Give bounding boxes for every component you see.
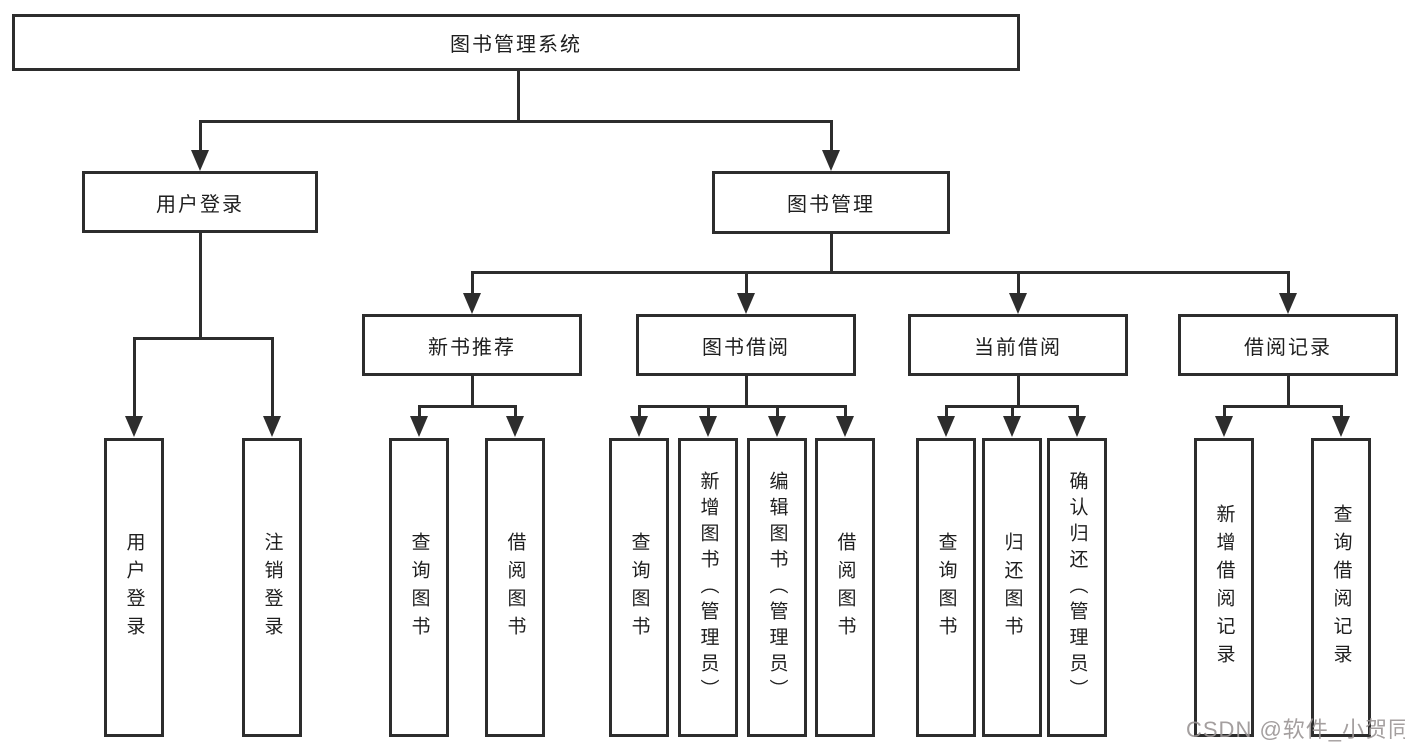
tree-connector-line	[471, 271, 474, 296]
tree-connector-line	[1223, 405, 1343, 408]
arrow-down-icon	[630, 416, 648, 437]
tree-connector-line	[517, 71, 520, 123]
node-label: 查询图书	[408, 531, 430, 644]
tree-connector-line	[638, 405, 641, 419]
leaf-current-query-books: 查询图书	[916, 438, 976, 737]
arrow-down-icon	[191, 150, 209, 171]
arrow-down-icon	[410, 416, 428, 437]
arrow-down-icon	[737, 293, 755, 314]
tree-connector-line	[1076, 405, 1079, 419]
node-current-borrow: 当前借阅	[908, 314, 1128, 376]
tree-connector-line	[776, 405, 779, 419]
node-label: 当前借阅	[974, 336, 1062, 359]
tree-connector-line	[133, 337, 136, 419]
tree-connector-line	[745, 271, 748, 296]
tree-connector-line	[830, 120, 833, 154]
leaf-user-login: 用户登录	[104, 438, 164, 737]
node-new-book-recommend: 新书推荐	[362, 314, 582, 376]
arrow-down-icon	[1332, 416, 1350, 437]
node-book-management: 图书管理	[712, 171, 950, 234]
node-label: 用户登录	[123, 531, 145, 644]
tree-connector-line	[418, 405, 421, 419]
leaf-recommend-query-books: 查询图书	[389, 438, 449, 737]
tree-connector-line	[1287, 271, 1290, 296]
node-label: 查询图书	[628, 531, 650, 644]
node-label: 确认归还（管理员）	[1066, 470, 1088, 705]
tree-connector-line	[707, 405, 710, 419]
node-label: 图书管理系统	[450, 34, 582, 56]
leaf-records-add-borrow-record: 新增借阅记录	[1194, 438, 1254, 737]
node-root-system: 图书管理系统	[12, 14, 1020, 71]
arrow-down-icon	[822, 150, 840, 171]
node-label: 归还图书	[1001, 531, 1023, 644]
tree-connector-line	[830, 234, 833, 274]
node-book-borrow: 图书借阅	[636, 314, 856, 376]
node-label: 注销登录	[261, 531, 283, 644]
tree-connector-line	[1287, 376, 1290, 408]
arrow-down-icon	[1003, 416, 1021, 437]
tree-connector-line	[199, 120, 202, 154]
arrow-down-icon	[768, 416, 786, 437]
tree-connector-line	[199, 233, 202, 339]
node-label: 查询图书	[935, 531, 957, 644]
node-label: 图书管理	[787, 194, 875, 216]
tree-connector-line	[844, 405, 847, 419]
tree-connector-line	[638, 405, 847, 408]
tree-connector-line	[133, 337, 274, 340]
leaf-borrow-borrow-books: 借阅图书	[815, 438, 875, 737]
arrow-down-icon	[836, 416, 854, 437]
leaf-borrow-edit-books-admin: 编辑图书（管理员）	[747, 438, 807, 737]
csdn-watermark: CSDN @软件_小贺同学	[1186, 717, 1405, 742]
node-label: 图书借阅	[702, 336, 790, 359]
tree-connector-line	[514, 405, 517, 419]
arrow-down-icon	[1215, 416, 1233, 437]
arrow-down-icon	[937, 416, 955, 437]
leaf-current-confirm-return-admin: 确认归还（管理员）	[1047, 438, 1107, 737]
node-user-login: 用户登录	[82, 171, 318, 233]
tree-connector-line	[418, 405, 517, 408]
arrow-down-icon	[125, 416, 143, 437]
leaf-records-query-borrow-record: 查询借阅记录	[1311, 438, 1371, 737]
node-label: 借阅记录	[1244, 336, 1332, 359]
tree-connector-line	[471, 271, 1290, 274]
tree-connector-line	[199, 120, 833, 123]
leaf-current-return-books: 归还图书	[982, 438, 1042, 737]
arrow-down-icon	[263, 416, 281, 437]
node-label: 新增图书（管理员）	[697, 470, 719, 705]
arrow-down-icon	[1009, 293, 1027, 314]
tree-connector-line	[745, 376, 748, 408]
arrow-down-icon	[506, 416, 524, 437]
tree-connector-line	[1017, 271, 1020, 296]
tree-connector-line	[471, 376, 474, 408]
tree-connector-line	[271, 337, 274, 419]
node-label: 查询借阅记录	[1330, 503, 1352, 672]
leaf-recommend-borrow-books: 借阅图书	[485, 438, 545, 737]
node-label: 新增借阅记录	[1213, 503, 1235, 672]
node-label: 借阅图书	[504, 531, 526, 644]
arrow-down-icon	[699, 416, 717, 437]
leaf-logout: 注销登录	[242, 438, 302, 737]
node-label: 编辑图书（管理员）	[766, 470, 788, 705]
tree-connector-line	[1017, 376, 1020, 408]
tree-connector-line	[1223, 405, 1226, 419]
leaf-borrow-query-books: 查询图书	[609, 438, 669, 737]
node-borrow-records: 借阅记录	[1178, 314, 1398, 376]
tree-connector-line	[945, 405, 948, 419]
node-label: 新书推荐	[428, 336, 516, 359]
arrow-down-icon	[1068, 416, 1086, 437]
arrow-down-icon	[1279, 293, 1297, 314]
leaf-borrow-add-books-admin: 新增图书（管理员）	[678, 438, 738, 737]
tree-connector-line	[1011, 405, 1014, 419]
tree-connector-line	[1340, 405, 1343, 419]
node-label: 用户登录	[156, 193, 244, 216]
node-label: 借阅图书	[834, 531, 856, 644]
arrow-down-icon	[463, 293, 481, 314]
